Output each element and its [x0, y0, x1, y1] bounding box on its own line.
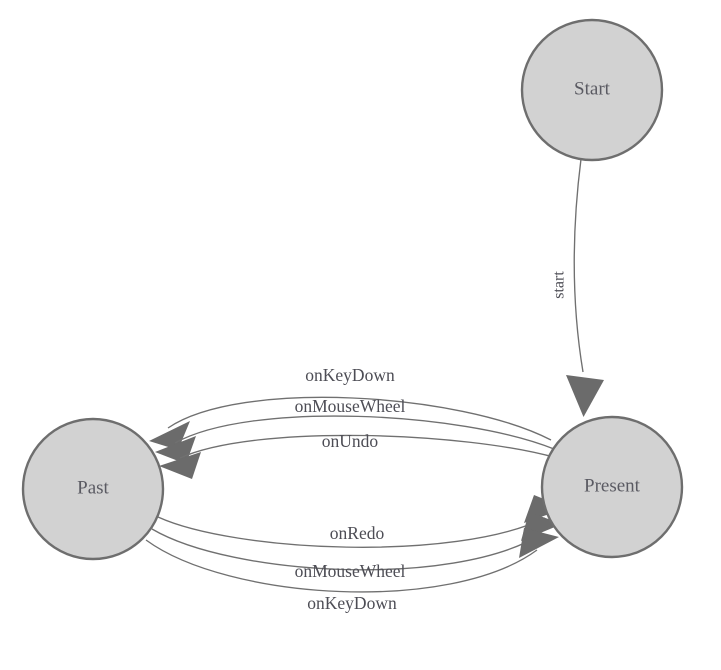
edge-onmousewheel-up-path — [174, 415, 555, 450]
edge-start[interactable]: start — [551, 158, 604, 417]
edge-onkeydown-down[interactable]: onKeyDown — [145, 528, 559, 613]
node-past-circle — [21, 417, 165, 561]
edge-onmousewheel-down-label: onMouseWheel — [295, 561, 406, 581]
edge-onmousewheel-up-label: onMouseWheel — [295, 396, 406, 416]
edge-onundo-arrowhead — [159, 452, 201, 479]
edge-onredo-label: onRedo — [330, 523, 385, 543]
edge-onundo[interactable]: onUndo — [159, 431, 558, 479]
edge-onkeydown-up-label: onKeyDown — [305, 365, 395, 385]
edge-onmousewheel-up-arrowhead — [155, 436, 196, 464]
node-present[interactable]: Present — [540, 415, 684, 559]
node-start-circle — [520, 18, 664, 162]
edge-onkeydown-up-path — [167, 396, 552, 441]
edge-onmousewheel-down-path — [151, 528, 541, 571]
node-start[interactable]: Start — [520, 18, 664, 162]
edge-onkeydown-down-path — [145, 539, 538, 593]
edge-onredo-path — [157, 516, 546, 548]
node-present-label: Present — [584, 475, 641, 496]
node-present-circle — [540, 415, 684, 559]
node-past-label: Past — [77, 477, 109, 498]
edge-onkeydown-down-label: onKeyDown — [307, 593, 397, 613]
edge-onundo-path — [179, 434, 558, 459]
node-past[interactable]: Past — [21, 417, 165, 561]
edge-start-arrowhead — [566, 375, 604, 417]
edge-onmousewheel-up[interactable]: onMouseWheel — [155, 396, 555, 464]
edge-onkeydown-down-arrowhead — [519, 528, 559, 558]
edge-start-label: start — [551, 271, 568, 299]
node-start-label: Start — [574, 78, 611, 99]
edge-onundo-label: onUndo — [322, 431, 379, 451]
edge-start-path — [573, 158, 584, 373]
edge-onredo[interactable]: onRedo — [157, 495, 566, 548]
